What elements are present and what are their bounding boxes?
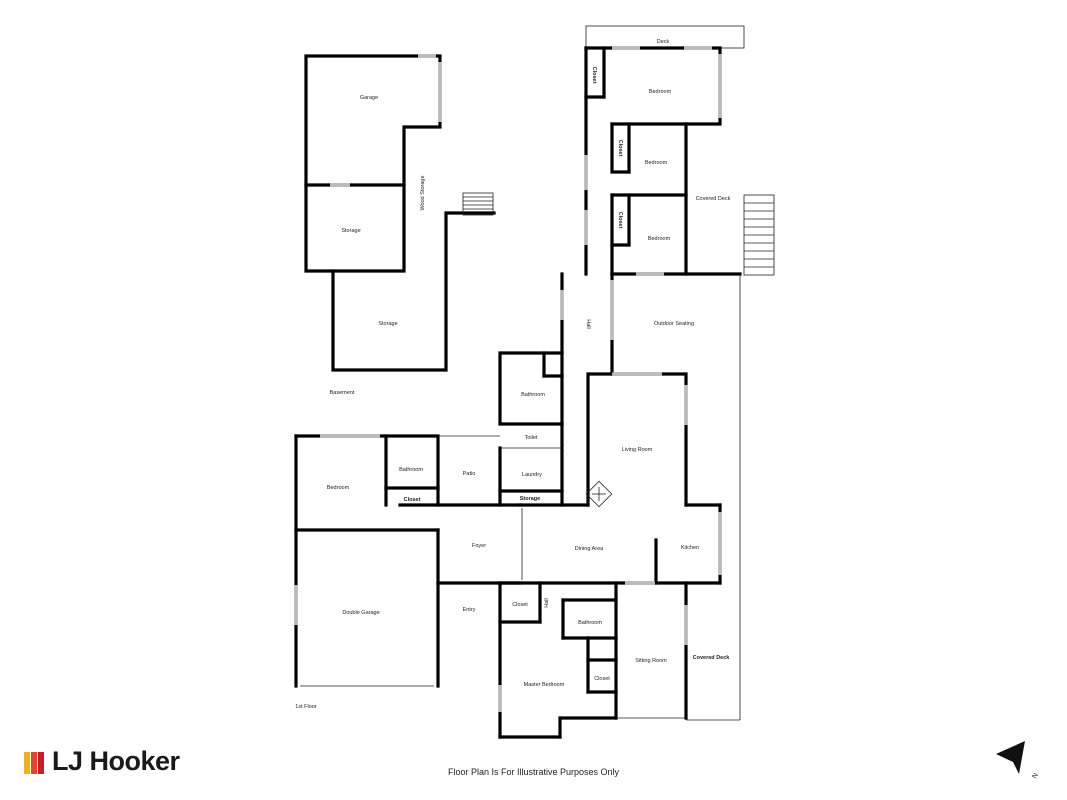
- room-label-deck: Deck: [657, 39, 670, 45]
- room-label-outdoor-seating: Outdoor Seating: [654, 321, 694, 327]
- room-label-bathroom-left: Bathroom: [399, 467, 423, 473]
- room-label-toilet: Toilet: [525, 435, 538, 441]
- brand-name: LJ Hooker: [52, 746, 180, 776]
- lj-hooker-logo-icon: [24, 752, 45, 774]
- room-label-closet-2: Closet: [617, 140, 623, 157]
- room-label-closet-master: Closet: [594, 676, 610, 682]
- room-label-laundry: Laundry: [522, 472, 542, 478]
- room-label-covered-deck-top: Covered Deck: [696, 196, 731, 202]
- left-wing-walls: [294, 434, 522, 688]
- basement-stairs-icon: [462, 192, 494, 216]
- room-label-bathroom-master: Bathroom: [578, 620, 602, 626]
- room-label-covered-deck-bottom: Covered Deck: [693, 655, 731, 661]
- room-label-wood-storage: Wood Storage: [420, 175, 426, 210]
- room-label-bedroom-top: Bedroom: [649, 89, 672, 95]
- room-label-bedroom-mid: Bedroom: [645, 160, 668, 166]
- disclaimer-text: Floor Plan Is For Illustrative Purposes …: [447, 767, 620, 777]
- room-label-storage-upper: Storage: [341, 228, 360, 234]
- north-label: N: [1031, 772, 1040, 780]
- central-walls: [498, 272, 722, 585]
- room-label-closet-3: Closet: [617, 212, 623, 229]
- room-label-storage-small: Storage: [520, 496, 540, 502]
- basement-walls: [304, 54, 496, 372]
- room-label-bedroom-low: Bedroom: [648, 236, 671, 242]
- room-label-patio: Patio: [463, 471, 476, 477]
- room-label-storage-lower: Storage: [378, 321, 397, 327]
- logo-bar-orange: [31, 752, 37, 774]
- room-label-sitting-room: Sitting Room: [635, 658, 667, 664]
- room-label-hall-lower: Hall: [544, 598, 550, 607]
- room-label-closet-left: Closet: [404, 497, 421, 503]
- floor-level-label: 1st Floor: [295, 704, 317, 710]
- lower-walls: [498, 503, 740, 739]
- room-label-basement: Basement: [330, 390, 355, 396]
- room-label-closet-1: Closet: [591, 67, 597, 84]
- room-label-closet-entry: Closet: [512, 602, 528, 608]
- upper-wing-walls: [584, 25, 745, 720]
- logo-bar-yellow: [24, 752, 30, 774]
- fireplace-icon: [585, 480, 613, 508]
- room-label-entry: Entry: [463, 607, 476, 613]
- room-label-double-garage: Double Garage: [342, 610, 379, 616]
- room-label-living-room: Living Room: [622, 447, 653, 453]
- room-label-foyer: Foyer: [472, 543, 486, 549]
- room-label-dining-area: Dining Area: [575, 546, 604, 552]
- north-arrow-icon: N: [996, 738, 1042, 784]
- room-label-bedroom-left: Bedroom: [327, 485, 350, 491]
- room-label-garage: Garage: [360, 95, 378, 101]
- room-label-kitchen: Kitchen: [681, 545, 699, 551]
- room-label-master-bedroom: Master Bedroom: [524, 682, 565, 688]
- upper-stairs-icon: [743, 194, 775, 276]
- room-label-bathroom-mid: Bathroom: [521, 392, 545, 398]
- room-label-hall-upper: Hall: [585, 319, 591, 328]
- logo-bar-red: [38, 752, 44, 774]
